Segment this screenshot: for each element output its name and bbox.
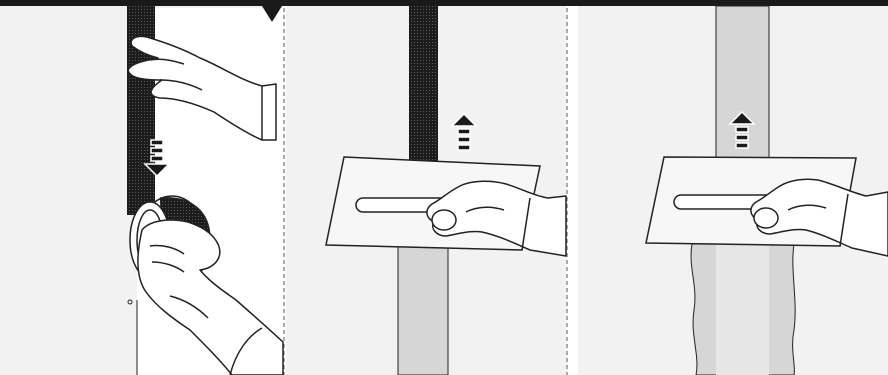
pointer-marker	[262, 6, 282, 22]
top-bar	[0, 0, 888, 6]
panel-first-plaster-coat	[286, 6, 567, 375]
mesh-tape-strip	[409, 6, 438, 161]
plaster-inner	[716, 244, 769, 375]
hand-icon	[137, 219, 284, 375]
plaster-strip	[397, 243, 449, 375]
screw-hole	[127, 299, 133, 305]
arrow-up-icon	[450, 112, 478, 151]
arrow-down-icon	[143, 139, 171, 178]
arrow-up-icon	[728, 110, 756, 149]
panel-second-plaster-coat	[578, 5, 888, 375]
hand-icon	[127, 35, 277, 141]
panel-apply-mesh-tape	[0, 0, 284, 375]
mesh-tape-strip	[127, 0, 155, 215]
hand-icon	[750, 178, 888, 257]
hand-icon	[426, 180, 567, 257]
